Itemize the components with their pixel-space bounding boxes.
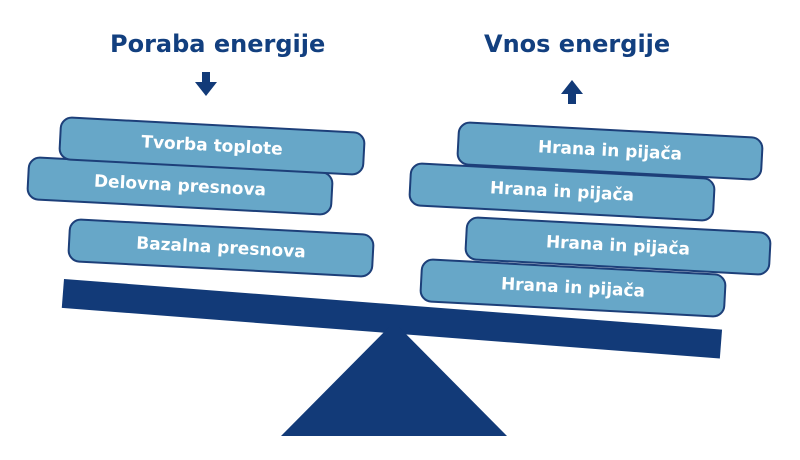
left-block-bazalna-presnova: Bazalna presnova bbox=[67, 218, 375, 278]
energy-expenditure-heading: Poraba energije bbox=[110, 30, 326, 58]
arrow-up-icon bbox=[561, 80, 583, 104]
balance-fulcrum bbox=[281, 322, 507, 436]
energy-intake-heading: Vnos energije bbox=[484, 30, 671, 58]
arrow-down-icon bbox=[195, 72, 217, 96]
